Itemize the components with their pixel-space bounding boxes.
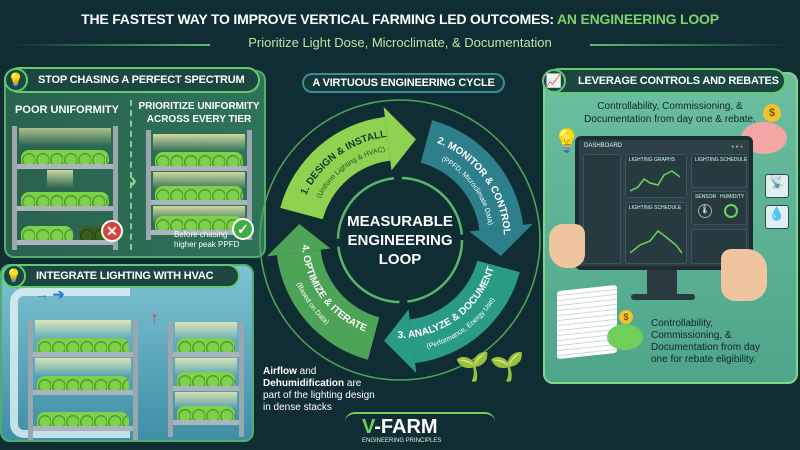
hand-left <box>549 224 585 268</box>
controls-panel: Controllability, Commissioning, &Documen… <box>543 72 798 384</box>
coin-icon: $ <box>763 104 781 122</box>
center-line-2: ENGINEERING <box>347 232 452 249</box>
lighting-schedule-label: LIGHTING SCHEDULE <box>695 157 748 163</box>
airflow-arrow-icon: → ➔ <box>35 286 65 302</box>
antenna-signal-icon[interactable]: 📡 <box>765 174 789 198</box>
cycle-step-2-arrowhead <box>469 223 534 256</box>
chevron-right-icon: › <box>130 170 137 192</box>
monitor-stand <box>647 270 677 296</box>
monitor-base <box>631 294 695 300</box>
hvac-panel-header: INTEGRATE LIGHTING WITH HVAC <box>4 264 240 288</box>
schedule-graph-line <box>630 229 683 254</box>
air-duct <box>10 288 130 438</box>
airflow-note: Airflow and Dehumidification are part of… <box>263 366 375 413</box>
x-circle-icon: ✕ <box>101 220 123 242</box>
rack-uniform <box>146 130 252 240</box>
check-circle-icon: ✓ <box>232 218 254 240</box>
lighting-schedule-2-label: LIGHTING SCHEDULE <box>629 205 682 211</box>
outer-ring <box>259 99 541 381</box>
cycle-step-2-arrow <box>420 120 524 231</box>
humidity-gauge-icon <box>724 204 738 218</box>
engineering-cycle-diagram: 1. DESIGN & INSTALL(Uniform Lighting & H… <box>259 99 541 381</box>
thermometer-icon: 🌡 <box>698 204 712 218</box>
cycle-step-4-arrow <box>276 249 380 360</box>
window-dots: ● ● ● <box>731 144 743 150</box>
brand-tagline: ENGINEERING PRINCIPLES <box>362 438 442 444</box>
page-title: THE FASTEST WAY TO IMPROVE VERTICAL FARM… <box>0 11 800 27</box>
cycle-step-1-arrow <box>280 116 391 220</box>
rack-hvac-right <box>168 322 244 437</box>
center-line-3: LOOP <box>379 251 422 268</box>
cycle-step-4-arrowhead <box>266 224 331 257</box>
plant-sprout-icon: 🌱🌱 <box>455 351 525 382</box>
dashboard-tablet: DASHBOARD ● ● ● LIGHTING GRAPHS LIGHTING… <box>575 136 753 270</box>
growth-chart-icon: 📈 <box>542 69 566 93</box>
hand-right-pointing <box>721 249 767 301</box>
cycle-step-1-arrowhead <box>383 106 416 171</box>
humidity-label: HUMIDITY <box>720 194 745 200</box>
poor-uniformity-label: POOR UNIFORMITY <box>15 104 119 116</box>
title-main: THE FASTEST WAY TO IMPROVE VERTICAL FARM… <box>81 11 554 27</box>
lightbulb-icon: 💡 <box>2 264 26 288</box>
controls-panel-header: LEVERAGE CONTROLS AND REBATES <box>546 68 786 94</box>
controls-intro: Controllability, Commissioning, &Documen… <box>584 101 756 125</box>
cycle-step-3-arrow <box>409 260 520 364</box>
sensor-widget[interactable]: SENSOR HUMIDITY 🌡 <box>691 191 747 225</box>
document-stack-icon <box>557 284 617 360</box>
warm-air-arrow-icon: ↑ <box>150 308 159 328</box>
tier-divider <box>130 100 132 250</box>
inner-ring <box>336 176 464 304</box>
spectrum-panel-header: STOP CHASING A PERFECT SPECTRUM <box>6 67 260 93</box>
hvac-panel: → ➔ ↑ <box>0 264 254 442</box>
dashboard-sidebar[interactable] <box>583 154 621 264</box>
center-line-1: MEASURABLE <box>347 213 453 230</box>
cycle-header: A VIRTUOUS ENGINEERING CYCLE <box>302 73 505 93</box>
lighting-schedule-widget[interactable]: LIGHTING SCHEDULE <box>691 154 747 188</box>
page-subtitle: Prioritize Light Dose, Microclimate, & D… <box>248 35 552 50</box>
lighting-graphs-widget[interactable]: LIGHTING GRAPHS <box>625 154 687 198</box>
water-drop-icon[interactable]: 💧 <box>765 205 789 229</box>
rebate-note: Controllability,Commissioning, &Document… <box>651 318 760 365</box>
brand-frame <box>345 412 495 450</box>
lighting-graphs-label: LIGHTING GRAPHS <box>629 157 676 163</box>
lightbulb-icon: 💡 <box>4 68 28 92</box>
dashboard-title: DASHBOARD <box>584 143 623 149</box>
brand-logo: V-FARM <box>362 416 438 438</box>
rack-hvac-left <box>28 320 138 440</box>
sensor-label: SENSOR <box>695 194 717 200</box>
lighting-schedule-chart-widget[interactable]: LIGHTING SCHEDULE <box>625 202 687 264</box>
lighting-graph-line <box>630 170 681 192</box>
coin-icon: $ <box>619 310 633 324</box>
cycle-step-3-arrowhead <box>384 309 417 374</box>
green-piggy-bank-icon <box>607 324 643 350</box>
title-highlight: AN ENGINEERING LOOP <box>556 11 719 27</box>
divider-left <box>10 44 210 46</box>
